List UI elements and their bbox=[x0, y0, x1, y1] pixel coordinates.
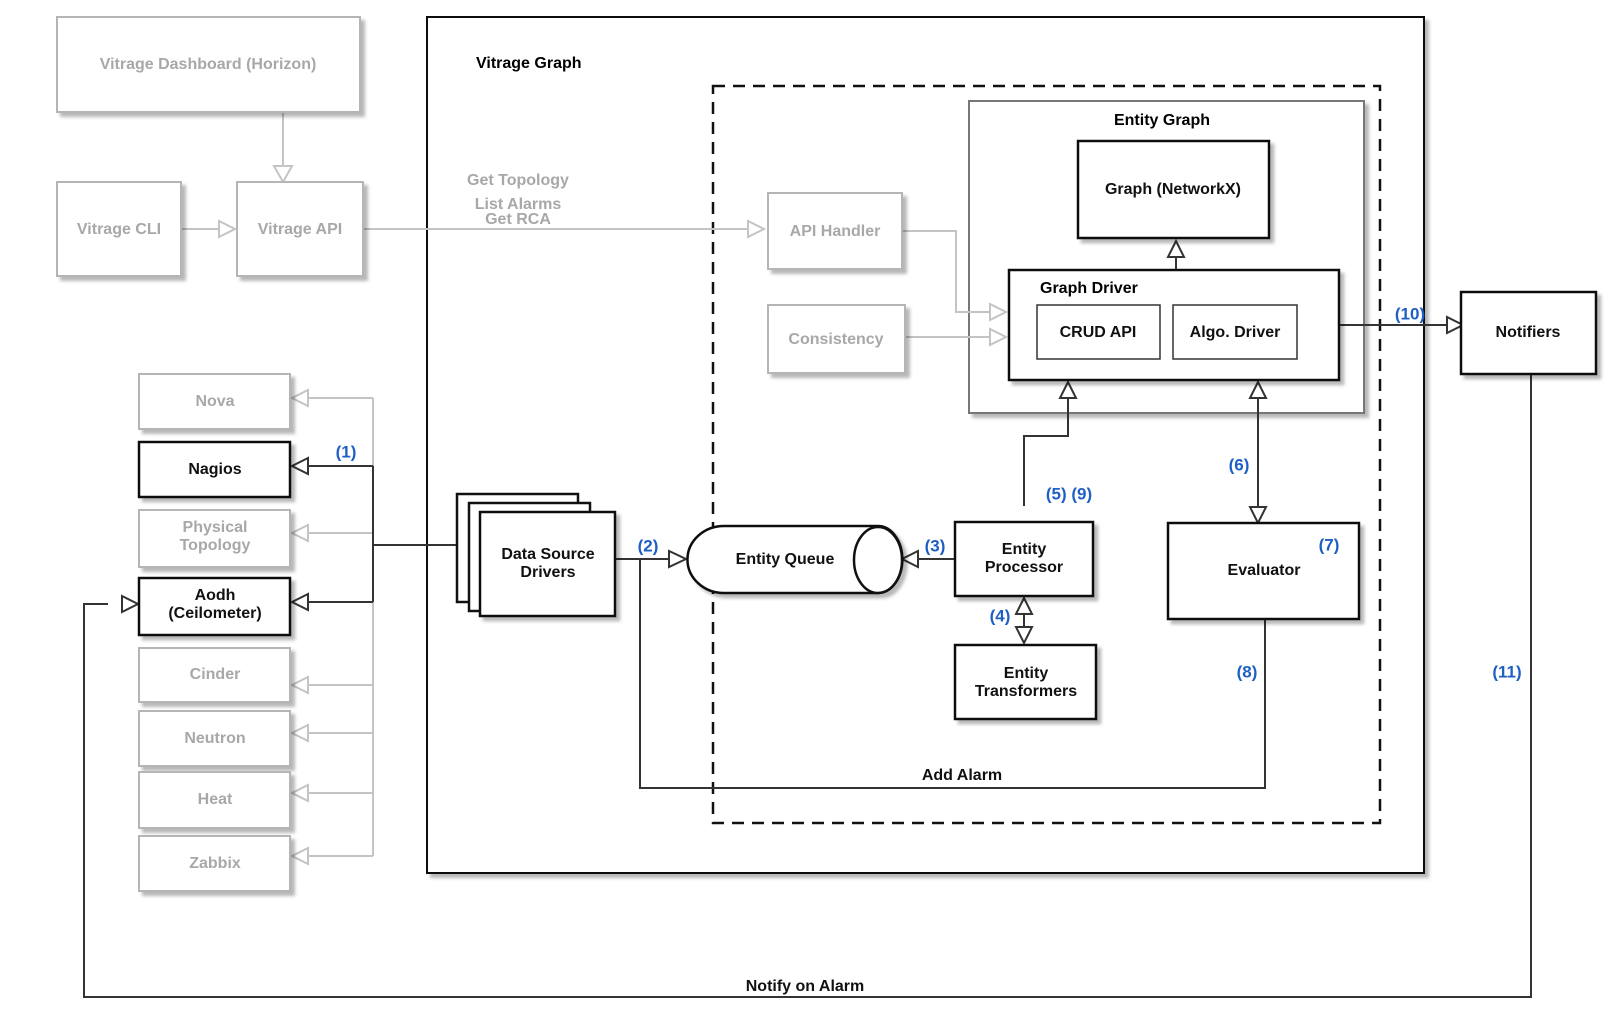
inactive-arrowheads bbox=[218, 165, 1009, 866]
vitrage-cli-node[interactable]: Vitrage CLI bbox=[56, 181, 182, 277]
entity-queue-node[interactable]: Entity Queue bbox=[686, 524, 904, 595]
api-handler-label: API Handler bbox=[790, 223, 881, 240]
datasource-physical-topology[interactable]: Physical Topology bbox=[138, 509, 291, 568]
datasource-aodh[interactable]: Aodh (Ceilometer) bbox=[137, 576, 292, 637]
data-source-drivers-node[interactable]: Data Source Drivers bbox=[455, 492, 617, 618]
neutron-label: Neutron bbox=[184, 730, 245, 747]
step-3: (3) bbox=[925, 536, 946, 555]
entity-processor-label-line1: Entity bbox=[1002, 541, 1047, 558]
active-arrowheads bbox=[121, 238, 1466, 646]
step-4: (4) bbox=[990, 606, 1011, 625]
step-5-9: (5) (9) bbox=[1046, 484, 1092, 503]
physical-topology-label-line1: Physical bbox=[183, 519, 248, 536]
dashboard-node[interactable]: Vitrage Dashboard (Horizon) bbox=[56, 16, 361, 113]
notify-on-alarm-label: Notify on Alarm bbox=[746, 978, 865, 995]
api-call-get-rca: Get RCA bbox=[485, 211, 551, 228]
nova-label: Nova bbox=[195, 393, 234, 410]
entity-transformers-node[interactable]: Entity Transformers bbox=[953, 643, 1098, 721]
entity-transformers-label-line2: Transformers bbox=[975, 683, 1077, 700]
datasource-nagios[interactable]: Nagios bbox=[137, 440, 292, 499]
datasource-heat[interactable]: Heat bbox=[138, 771, 291, 829]
vitrage-cli-label: Vitrage CLI bbox=[77, 221, 161, 238]
consistency-label: Consistency bbox=[788, 331, 883, 348]
datasource-neutron[interactable]: Neutron bbox=[138, 710, 291, 767]
aodh-label-line2: (Ceilometer) bbox=[168, 605, 261, 622]
physical-topology-label-line2: Topology bbox=[180, 537, 251, 554]
algo-driver-node[interactable]: Algo. Driver bbox=[1172, 304, 1298, 360]
vitrage-api-label: Vitrage API bbox=[258, 221, 342, 238]
crud-api-node[interactable]: CRUD API bbox=[1036, 304, 1161, 360]
api-calls-label: Get Topology List Alarms Get RCA bbox=[467, 172, 569, 228]
api-call-list-alarms: List Alarms bbox=[475, 196, 562, 213]
step-2: (2) bbox=[638, 536, 659, 555]
step-10: (10) bbox=[1395, 304, 1425, 323]
entity-processor-label-line2: Processor bbox=[985, 559, 1063, 576]
step-8: (8) bbox=[1237, 662, 1258, 681]
data-source-drivers-label-line1: Data Source bbox=[501, 546, 594, 563]
algo-driver-label: Algo. Driver bbox=[1190, 324, 1281, 341]
consistency-node[interactable]: Consistency bbox=[767, 304, 906, 374]
evaluator-node[interactable]: Evaluator bbox=[1166, 521, 1361, 621]
evaluator-label: Evaluator bbox=[1228, 562, 1301, 579]
datasource-nova[interactable]: Nova bbox=[138, 373, 291, 430]
add-alarm-label: Add Alarm bbox=[922, 767, 1002, 784]
entity-processor-node[interactable]: Entity Processor bbox=[953, 520, 1095, 598]
zabbix-label: Zabbix bbox=[189, 855, 241, 872]
vitrage-graph-title: Vitrage Graph bbox=[476, 55, 582, 72]
entity-graph-title: Entity Graph bbox=[1114, 112, 1210, 129]
cinder-label: Cinder bbox=[190, 666, 241, 683]
api-call-get-topology: Get Topology bbox=[467, 172, 569, 189]
data-source-drivers-label-line2: Drivers bbox=[520, 564, 575, 581]
entity-transformers-label-line1: Entity bbox=[1004, 665, 1049, 682]
notifiers-label: Notifiers bbox=[1496, 324, 1561, 341]
datasource-zabbix[interactable]: Zabbix bbox=[138, 835, 291, 892]
graph-networkx-label: Graph (NetworkX) bbox=[1105, 181, 1241, 198]
api-handler-node[interactable]: API Handler bbox=[767, 192, 903, 270]
vitrage-api-node[interactable]: Vitrage API bbox=[236, 181, 364, 277]
step-1: (1) bbox=[336, 442, 357, 461]
active-connectors bbox=[83, 253, 1532, 998]
step-7: (7) bbox=[1319, 535, 1340, 554]
notifiers-node[interactable]: Notifiers bbox=[1459, 290, 1598, 376]
step-11: (11) bbox=[1492, 662, 1521, 681]
entity-queue-label: Entity Queue bbox=[736, 551, 835, 568]
graph-driver-title: Graph Driver bbox=[1040, 280, 1138, 297]
dashboard-label: Vitrage Dashboard (Horizon) bbox=[100, 56, 317, 73]
heat-label: Heat bbox=[198, 791, 233, 808]
step-6: (6) bbox=[1229, 455, 1250, 474]
graph-networkx-node[interactable]: Graph (NetworkX) bbox=[1076, 139, 1271, 240]
datasource-cinder[interactable]: Cinder bbox=[138, 647, 291, 703]
nagios-label: Nagios bbox=[188, 461, 241, 478]
crud-api-label: CRUD API bbox=[1060, 324, 1137, 341]
aodh-label-line1: Aodh bbox=[195, 587, 236, 604]
